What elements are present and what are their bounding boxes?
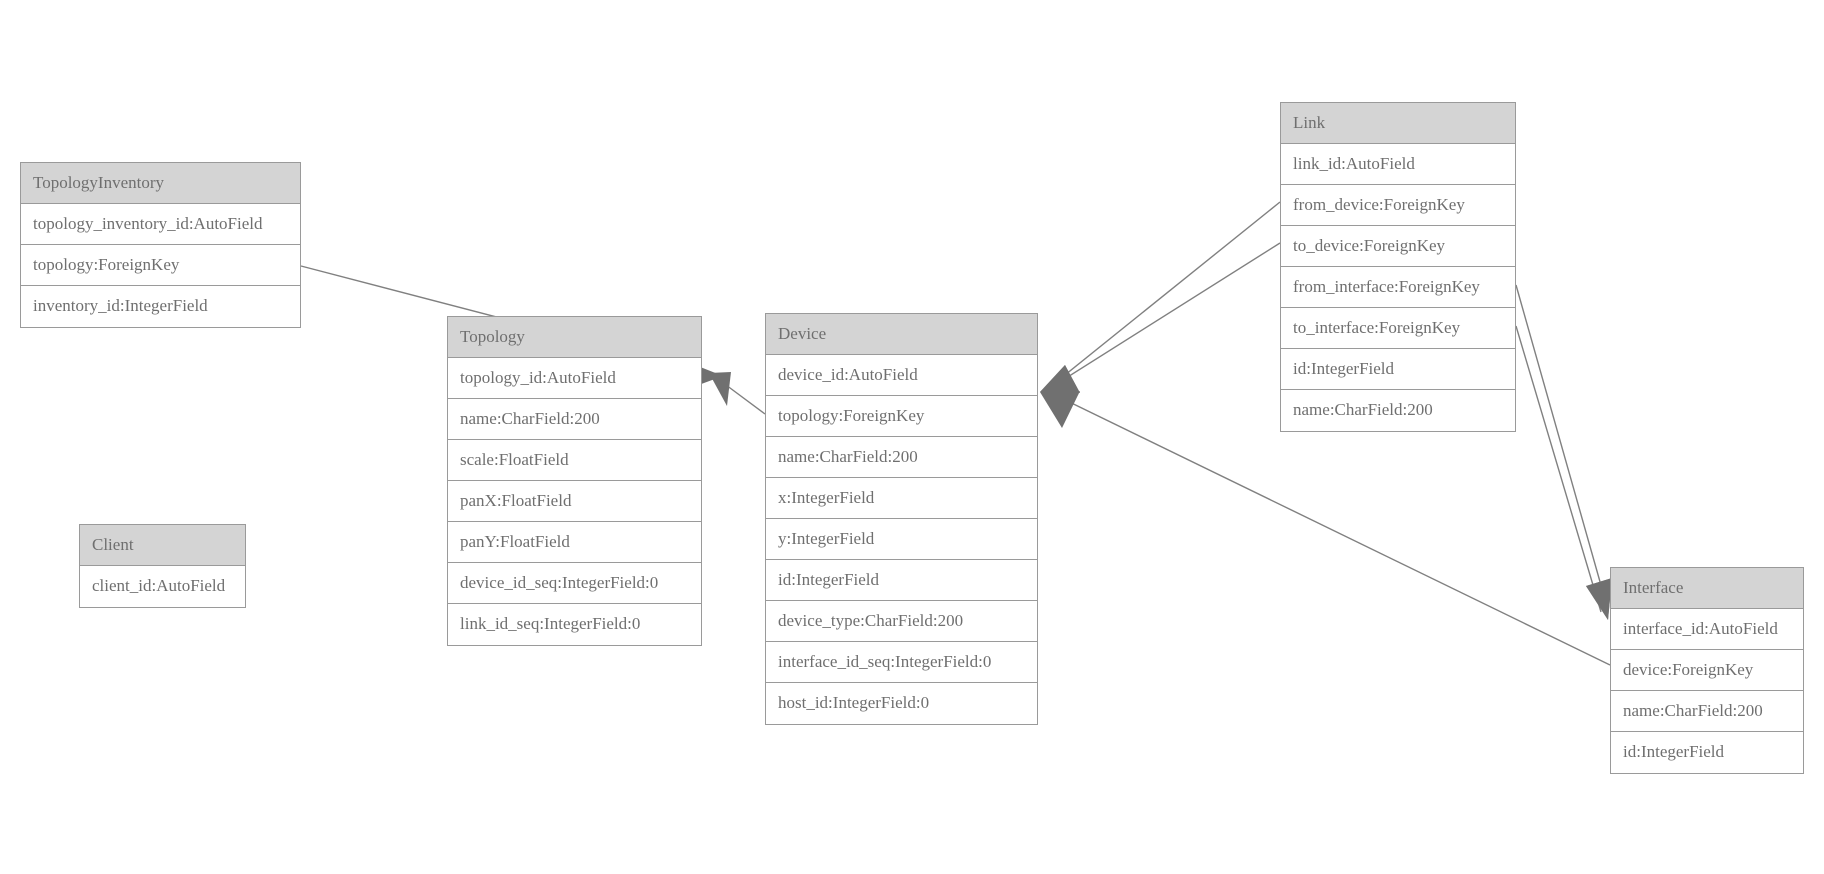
entity-title-link: Link: [1281, 103, 1515, 144]
rel-device-topology-arrowhead: [709, 372, 731, 406]
entity-title-device: Device: [766, 314, 1037, 355]
entity-field-client-0[interactable]: client_id:AutoField: [80, 566, 245, 607]
entity-field-link-0[interactable]: link_id:AutoField: [1281, 144, 1515, 185]
entity-field-interface-0[interactable]: interface_id:AutoField: [1611, 609, 1803, 650]
entity-field-link-6[interactable]: name:CharField:200: [1281, 390, 1515, 431]
rel-link-todevice-device-arrowhead: [1040, 365, 1080, 393]
entity-field-device-8[interactable]: host_id:IntegerField:0: [766, 683, 1037, 724]
rel-link-frominterface-interface-arrowhead: [1586, 578, 1612, 620]
rel-link-todevice-device: [1040, 242, 1281, 393]
entity-field-topology-5[interactable]: device_id_seq:IntegerField:0: [448, 563, 701, 604]
rel-device-topology: [709, 372, 766, 415]
entity-field-interface-1[interactable]: device:ForeignKey: [1611, 650, 1803, 691]
rel-interface-device-device-line: [1054, 394, 1611, 666]
entity-field-link-3[interactable]: from_interface:ForeignKey: [1281, 267, 1515, 308]
rel-link-fromdevice-device-arrowhead: [1040, 365, 1080, 393]
entity-field-device-5[interactable]: id:IntegerField: [766, 560, 1037, 601]
entity-field-interface-2[interactable]: name:CharField:200: [1611, 691, 1803, 732]
entity-field-topology-1[interactable]: name:CharField:200: [448, 399, 701, 440]
entity-field-topology-0[interactable]: topology_id:AutoField: [448, 358, 701, 399]
entity-title-topology: Topology: [448, 317, 701, 358]
entity-field-device-7[interactable]: interface_id_seq:IntegerField:0: [766, 642, 1037, 683]
entity-field-device-3[interactable]: x:IntegerField: [766, 478, 1037, 519]
entity-field-topology_inventory-2[interactable]: inventory_id:IntegerField: [21, 286, 300, 327]
rel-link-tointerface-interface-line: [1515, 325, 1602, 613]
rel-link-fromdevice-device: [1040, 201, 1281, 393]
entity-field-device-0[interactable]: device_id:AutoField: [766, 355, 1037, 396]
rel-link-frominterface-interface-line: [1515, 284, 1609, 611]
entity-field-device-6[interactable]: device_type:CharField:200: [766, 601, 1037, 642]
rel-link-tointerface-interface-arrowhead: [1586, 578, 1612, 620]
entity-field-link-4[interactable]: to_interface:ForeignKey: [1281, 308, 1515, 349]
entity-field-link-2[interactable]: to_device:ForeignKey: [1281, 226, 1515, 267]
entity-field-link-5[interactable]: id:IntegerField: [1281, 349, 1515, 390]
entity-title-interface: Interface: [1611, 568, 1803, 609]
entity-field-topology-4[interactable]: panY:FloatField: [448, 522, 701, 563]
rel-link-tointerface-interface: [1515, 325, 1612, 620]
entity-field-link-1[interactable]: from_device:ForeignKey: [1281, 185, 1515, 226]
entity-field-topology-2[interactable]: scale:FloatField: [448, 440, 701, 481]
entity-field-interface-3[interactable]: id:IntegerField: [1611, 732, 1803, 773]
entity-field-topology-3[interactable]: panX:FloatField: [448, 481, 701, 522]
rel-interface-device-device-arrowhead: [1040, 391, 1080, 428]
rel-link-todevice-device-line: [1054, 242, 1281, 386]
entity-title-topology_inventory: TopologyInventory: [21, 163, 300, 204]
rel-device-topology-line: [721, 381, 766, 415]
entity-field-device-4[interactable]: y:IntegerField: [766, 519, 1037, 560]
rel-link-fromdevice-device-line: [1054, 201, 1281, 384]
rel-interface-device-device: [1040, 391, 1611, 666]
rel-link-frominterface-interface: [1515, 284, 1612, 620]
entity-field-device-2[interactable]: name:CharField:200: [766, 437, 1037, 478]
entity-field-topology_inventory-0[interactable]: topology_inventory_id:AutoField: [21, 204, 300, 245]
entity-title-client: Client: [80, 525, 245, 566]
entity-field-device-1[interactable]: topology:ForeignKey: [766, 396, 1037, 437]
entity-field-topology-6[interactable]: link_id_seq:IntegerField:0: [448, 604, 701, 645]
entity-field-topology_inventory-1[interactable]: topology:ForeignKey: [21, 245, 300, 286]
